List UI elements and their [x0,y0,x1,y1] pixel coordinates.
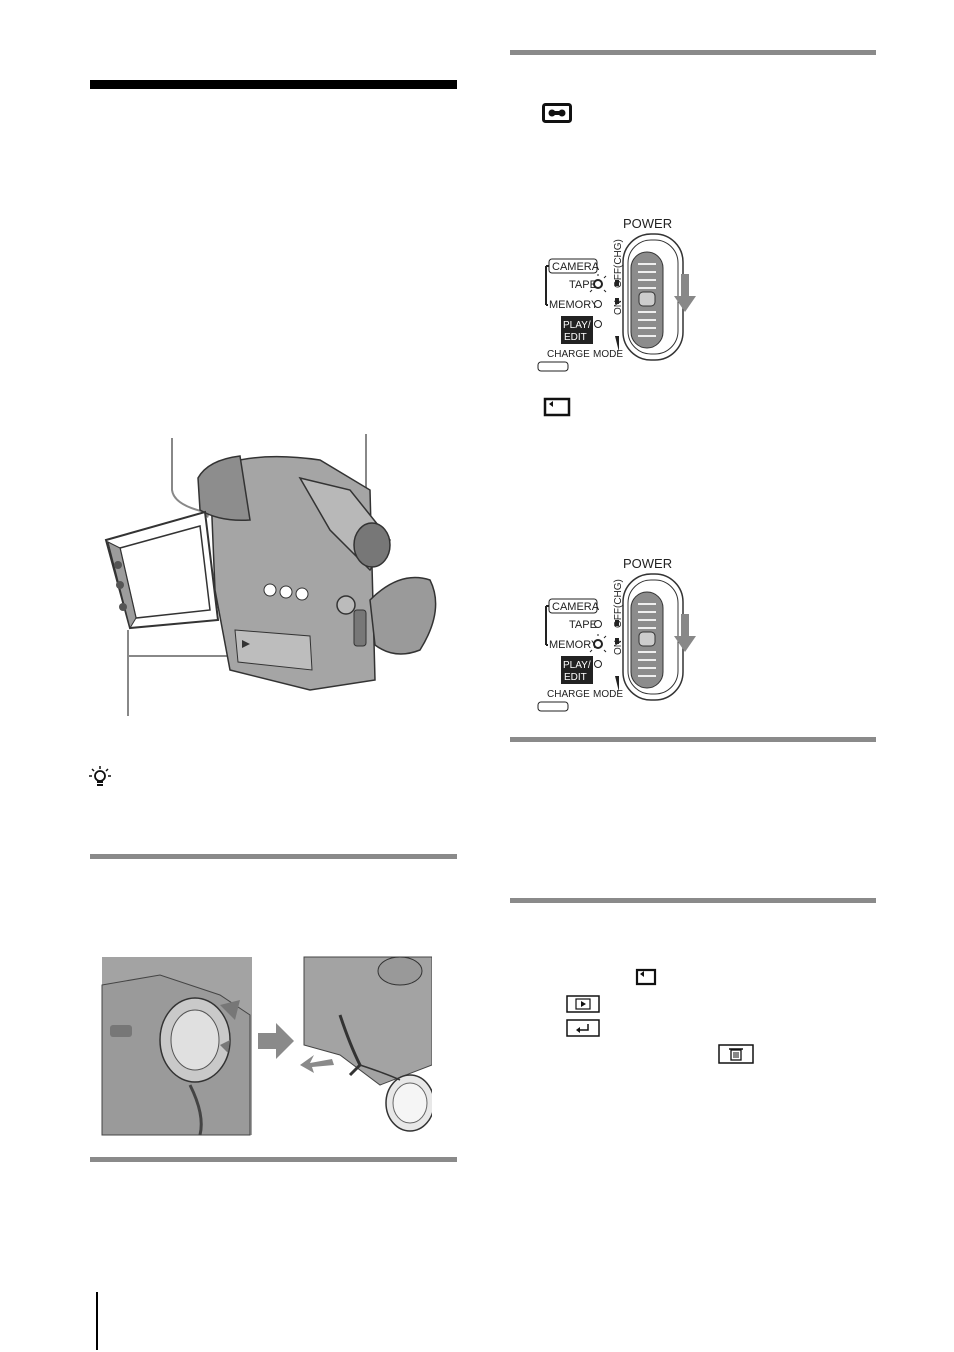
section-rule-left-bottom [90,1157,457,1162]
trash-icon [718,1044,754,1064]
lens-cap-illustration [100,955,432,1137]
svg-text:CHARGE: CHARGE [547,349,590,360]
play-mode-icon [566,995,600,1013]
section-rule-left-mid [90,854,457,859]
svg-text:PLAY/: PLAY/ [563,320,591,331]
svg-text:POWER: POWER [623,556,672,571]
svg-text:CAMERA: CAMERA [552,261,600,273]
svg-text:OFF(CHG): OFF(CHG) [613,239,624,288]
memory-card-icon-inline [634,968,658,986]
svg-text:CHARGE: CHARGE [547,689,590,700]
memory-card-icon [542,397,572,417]
svg-text:CAMERA: CAMERA [552,601,600,613]
svg-text:EDIT: EDIT [564,332,587,343]
return-icon [566,1019,600,1037]
tape-cassette-icon [542,103,572,123]
lightbulb-tip-icon [89,766,111,788]
svg-text:PLAY/: PLAY/ [563,660,591,671]
camcorder-illustration [100,430,450,720]
section-rule-right-lower [510,898,876,903]
svg-text:ON: ON [613,300,624,315]
svg-text:OFF(CHG): OFF(CHG) [613,579,624,628]
heading-rule [90,80,457,89]
svg-text:MODE: MODE [593,349,623,360]
power-switch-diagram-memory: POWER OFF(CHG) ON CAMERA TAPE MEMORY [535,552,715,712]
svg-text:MODE: MODE [593,689,623,700]
svg-text:EDIT: EDIT [564,672,587,683]
svg-text:ON: ON [613,640,624,655]
section-rule-top-right [510,50,876,55]
svg-text:TAPE: TAPE [569,279,597,291]
section-rule-right-mid [510,737,876,742]
svg-text:MEMORY: MEMORY [549,299,599,311]
svg-text:MEMORY: MEMORY [549,639,599,651]
page-margin-line [96,1292,98,1350]
power-label: POWER [623,216,672,231]
svg-text:TAPE: TAPE [569,619,597,631]
power-switch-diagram-tape: POWER OFF(CHG) ON CAMERA TAPE [535,212,715,372]
